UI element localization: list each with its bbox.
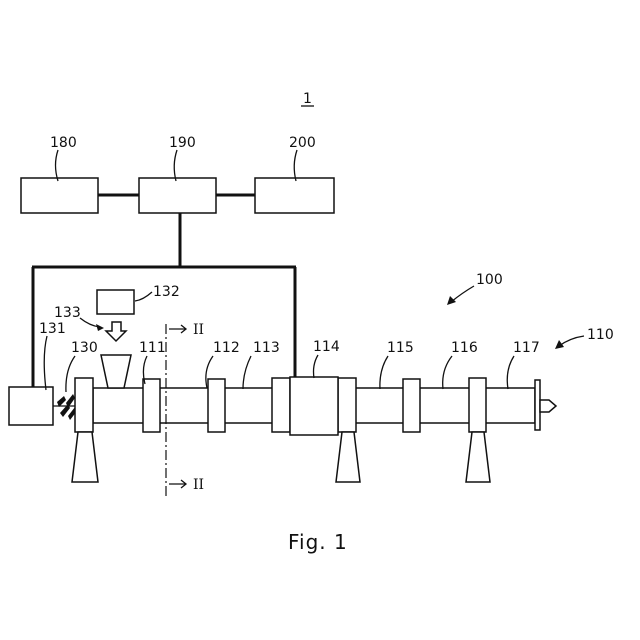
flange-111 xyxy=(143,379,160,432)
label-116: 116 xyxy=(451,340,478,356)
leader-190 xyxy=(174,150,177,181)
leader-116 xyxy=(443,356,452,389)
box-190 xyxy=(139,178,216,213)
label-113: 113 xyxy=(253,340,280,356)
motor-131 xyxy=(9,387,53,425)
label-115: 115 xyxy=(387,340,414,356)
leader-100 xyxy=(451,286,474,302)
label-130: 130 xyxy=(71,340,98,356)
label-180: 180 xyxy=(50,135,77,151)
section-arrow-bottom xyxy=(169,480,186,488)
flange-115-left xyxy=(338,378,356,432)
label-110: 110 xyxy=(587,327,614,343)
leader-100-tip xyxy=(447,296,456,305)
figure-number: 1 xyxy=(303,91,312,107)
box-180 xyxy=(21,178,98,213)
hopper xyxy=(101,355,131,388)
label-132: 132 xyxy=(153,284,180,300)
leader-110-tip xyxy=(555,340,564,349)
stand-left xyxy=(72,432,98,482)
section-label-top: II xyxy=(193,322,204,338)
leader-180 xyxy=(56,150,59,181)
flange-116 xyxy=(469,378,486,432)
label-114: 114 xyxy=(313,339,340,355)
figure-caption: Fig. 1 xyxy=(288,530,348,554)
leader-117 xyxy=(507,356,514,389)
section-label-bottom: II xyxy=(193,477,204,493)
leader-114 xyxy=(314,355,319,378)
flange-left xyxy=(75,378,93,432)
stand-middle xyxy=(336,432,360,482)
leader-200 xyxy=(294,150,297,181)
label-100: 100 xyxy=(476,272,503,288)
label-133: 133 xyxy=(54,305,81,321)
label-112: 112 xyxy=(213,340,240,356)
screw-130 xyxy=(53,394,77,420)
leader-110 xyxy=(559,336,584,346)
leader-131 xyxy=(44,336,47,390)
flange-113 xyxy=(272,378,290,432)
label-111: 111 xyxy=(139,340,166,356)
feed-arrow-133 xyxy=(106,322,126,341)
leader-113 xyxy=(243,356,251,389)
block-114 xyxy=(290,377,338,435)
leader-130 xyxy=(66,356,75,392)
section-arrow-top xyxy=(169,325,186,333)
label-117: 117 xyxy=(513,340,540,356)
label-131: 131 xyxy=(39,321,66,337)
leader-115 xyxy=(380,356,388,389)
flange-112 xyxy=(208,379,225,432)
leader-132 xyxy=(135,292,152,301)
stand-right xyxy=(466,432,490,482)
label-190: 190 xyxy=(169,135,196,151)
label-200: 200 xyxy=(289,135,316,151)
box-200 xyxy=(255,178,334,213)
flange-115 xyxy=(403,379,420,432)
nozzle xyxy=(540,400,556,412)
feeder-132 xyxy=(97,290,134,314)
leader-133-tip xyxy=(96,324,104,331)
